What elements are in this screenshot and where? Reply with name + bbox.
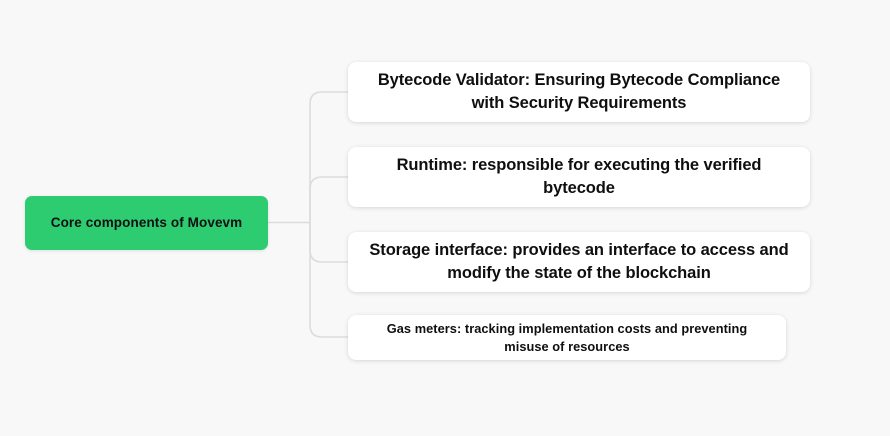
connector-branch-4 <box>309 221 349 338</box>
node-label: Runtime: responsible for executing the v… <box>396 156 762 197</box>
node-bytecode-validator[interactable]: Bytecode Validator: Ensuring Bytecode Co… <box>348 62 810 122</box>
root-node[interactable]: Core components of Movevm <box>25 196 268 250</box>
node-label: Bytecode Validator: Ensuring Bytecode Co… <box>377 71 781 112</box>
connector-branch-3 <box>309 221 349 263</box>
node-label: Storage interface: provides an interface… <box>369 241 789 282</box>
connector-branch-2 <box>309 176 349 224</box>
connector-branch-1 <box>309 91 349 224</box>
node-storage-interface[interactable]: Storage interface: provides an interface… <box>348 232 810 292</box>
node-label: Gas meters: tracking implementation cost… <box>386 320 748 354</box>
root-node-label: Core components of Movevm <box>50 214 243 230</box>
node-runtime[interactable]: Runtime: responsible for executing the v… <box>348 147 810 207</box>
node-gas-meters[interactable]: Gas meters: tracking implementation cost… <box>348 315 786 360</box>
